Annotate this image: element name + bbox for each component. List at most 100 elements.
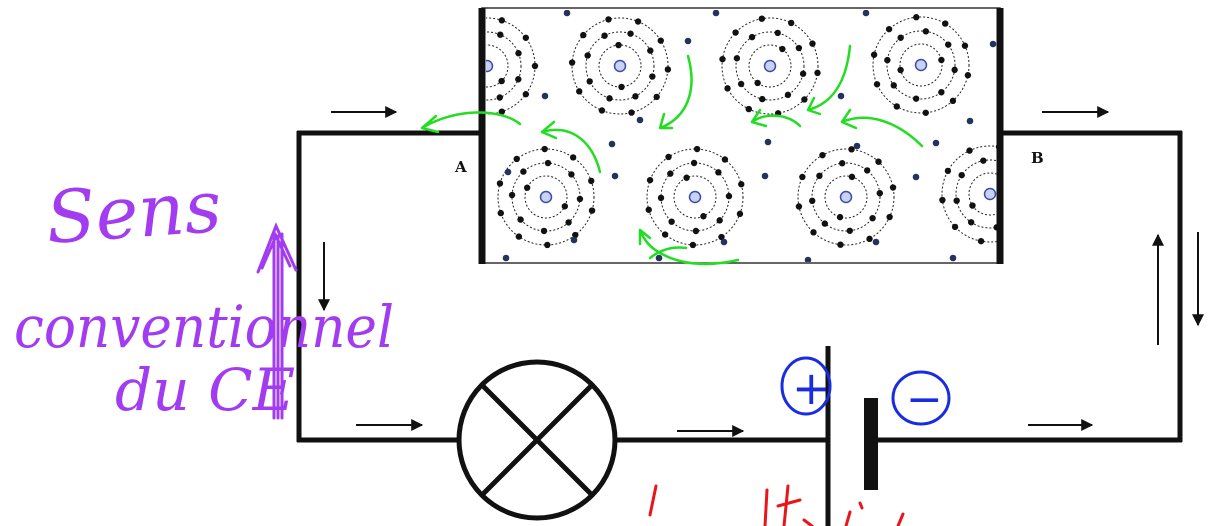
annotation-line2: conventionnel	[14, 293, 394, 361]
electron-path	[840, 108, 924, 148]
bound-electron	[886, 213, 893, 221]
bound-electron	[657, 194, 665, 202]
bound-electron	[576, 195, 584, 203]
bound-electron	[580, 31, 587, 39]
conductor: A B	[452, 7, 1044, 264]
bound-electron	[945, 41, 952, 48]
bound-electron	[646, 176, 654, 184]
atom-icon	[939, 144, 1040, 245]
bound-electron	[736, 210, 744, 218]
bound-electron	[601, 32, 608, 39]
bound-electron	[958, 171, 965, 179]
atom-icon	[795, 146, 897, 248]
bound-electron	[897, 66, 904, 74]
bound-electron	[1007, 234, 1013, 240]
bound-electron	[759, 95, 766, 103]
bound-electron	[784, 91, 792, 99]
bound-electron	[870, 51, 878, 58]
bound-electron	[632, 93, 639, 100]
bound-electron	[809, 197, 816, 205]
bound-electron	[647, 47, 654, 54]
bound-electron	[715, 169, 722, 176]
bound-electron	[661, 231, 669, 238]
bound-electron	[561, 203, 569, 210]
bound-electron	[732, 29, 739, 36]
free-electron	[611, 172, 619, 180]
bound-electron	[645, 206, 652, 213]
nucleus	[763, 59, 777, 73]
bound-electron	[964, 72, 972, 79]
bound-electron	[848, 146, 855, 153]
nucleus	[539, 190, 553, 204]
bound-electron	[627, 30, 634, 37]
bound-electron	[496, 94, 503, 101]
bound-electron	[568, 171, 575, 178]
bound-electron	[993, 224, 997, 231]
bound-electron	[995, 144, 997, 150]
bound-electron	[522, 91, 530, 98]
bound-electron	[748, 33, 756, 41]
bound-electron	[922, 109, 929, 116]
bound-electron	[942, 20, 949, 27]
bound-electron	[523, 184, 531, 191]
bound-electron	[799, 70, 807, 77]
annotation-arrow-icon	[256, 222, 298, 420]
bound-electron	[497, 209, 504, 217]
bound-electron	[508, 191, 516, 199]
bound-electron	[584, 52, 591, 59]
electron-paths	[420, 44, 924, 266]
bound-electron	[846, 227, 854, 234]
bound-electron	[1006, 163, 1012, 169]
bound-electron	[541, 145, 548, 153]
bound-electron	[522, 34, 530, 41]
bound-electron	[1034, 185, 1040, 191]
bound-electron	[795, 203, 803, 210]
battery-polarity-marks: + −	[780, 356, 951, 426]
bound-electron	[737, 80, 745, 88]
bound-electron	[961, 42, 969, 49]
bound-electron	[1004, 179, 1010, 185]
atom-icon	[870, 14, 972, 116]
bound-electron	[452, 50, 458, 56]
free-electron	[720, 238, 728, 246]
conventional-current-annotation: Sens conventionnel du CE	[14, 164, 394, 424]
bound-electron	[885, 25, 893, 33]
atom-icon	[568, 16, 672, 116]
bound-electron	[700, 213, 707, 220]
free-electron	[837, 92, 845, 100]
bound-electron	[498, 108, 506, 115]
bound-electron	[531, 62, 539, 70]
free-electron	[853, 142, 861, 150]
bound-electron	[951, 66, 958, 74]
bound-electron	[690, 159, 698, 167]
free-electron	[761, 172, 769, 180]
atom-icon	[452, 17, 539, 115]
bound-electron	[520, 168, 527, 175]
annotation-line1: Sens	[43, 164, 224, 260]
bound-electron	[498, 77, 505, 85]
free-electron	[862, 10, 870, 17]
bound-electron	[1020, 184, 1026, 190]
bound-electron	[569, 154, 577, 161]
bound-electron	[598, 107, 606, 114]
bound-electron	[893, 103, 900, 110]
bound-electron	[719, 55, 726, 63]
bound-electron	[897, 34, 904, 41]
bound-electron	[576, 88, 583, 95]
bound-electron	[517, 216, 524, 223]
free-electron	[932, 139, 940, 147]
bound-electron	[618, 83, 625, 91]
electron-path	[540, 120, 602, 174]
bound-electron	[498, 17, 506, 24]
bound-electron	[738, 181, 745, 188]
negative-circle	[891, 370, 951, 426]
bound-electron	[838, 160, 846, 167]
bound-electron	[689, 241, 697, 249]
bound-electron	[634, 18, 642, 25]
bound-electron	[873, 81, 881, 88]
bound-electron	[724, 85, 731, 92]
circuit-wires	[296, 130, 1183, 443]
bound-electron	[496, 180, 504, 187]
nucleus	[613, 59, 627, 73]
bound-electron	[721, 156, 729, 163]
